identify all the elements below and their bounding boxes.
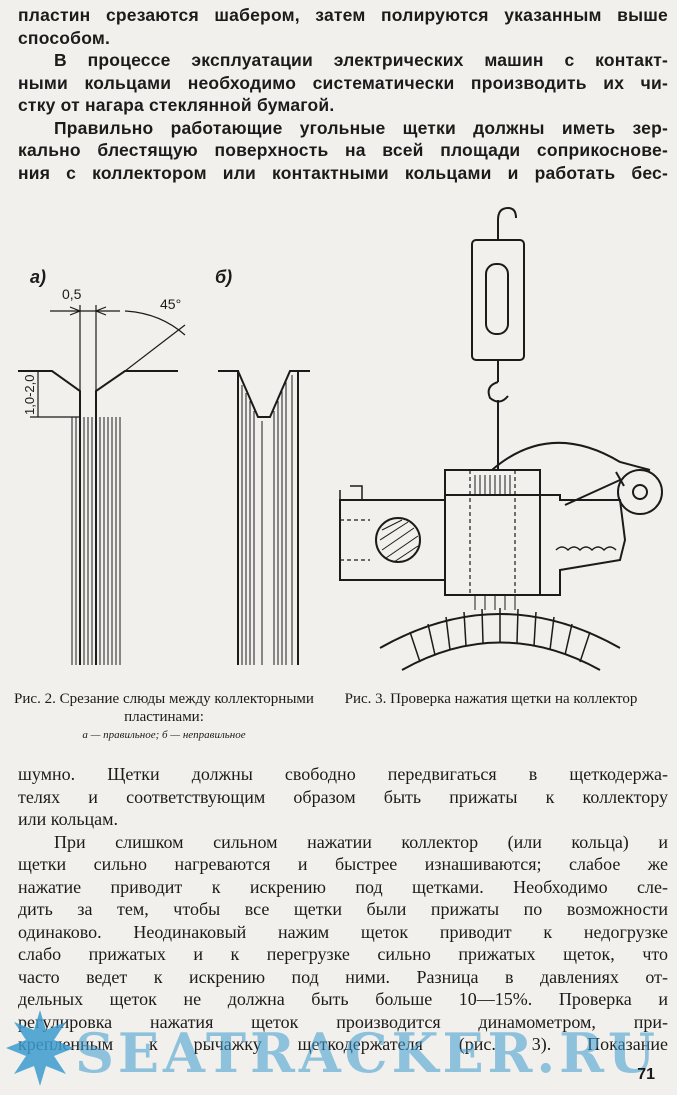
text-line: пластин срезаются шабером, затем полирую…: [18, 5, 668, 25]
figure-2-caption: Рис. 2. Срезание слюды между коллекторны…: [14, 690, 314, 744]
text-line: кально блестящую поверхность на всей пло…: [18, 140, 668, 160]
text-line: способом.: [18, 27, 111, 48]
text-line: дельных щеток не должна быть больше 10—1…: [18, 989, 668, 1009]
text-line: При слишком сильном нажатии коллектор (и…: [54, 831, 668, 852]
figure-3-caption-text: Рис. 3. Проверка нажатия щетки на коллек…: [344, 691, 638, 707]
text-line: одинаково. Неодинаковый нажим щеток прив…: [18, 921, 668, 942]
text-line: ными кольцами необходимо систематически …: [18, 72, 668, 93]
text-line: нажатие приводит к искрению под щетками.…: [18, 876, 668, 897]
text-line: телях и соответствующим образом быть при…: [18, 786, 668, 807]
figure-2-mica-cutting: а) 0,5 1,0-2,0 45° б): [18, 267, 310, 665]
text-line: стку от нагара стеклянной бумагой.: [18, 95, 335, 115]
figure-2-label-b: б): [215, 267, 232, 287]
text-line: часто ведет к искрению под ними. Разница…: [18, 966, 668, 987]
top-text: пластин срезаются шабером, затем полирую…: [18, 4, 668, 184]
figure-2-caption-legend: а — правильное; б — неправильное: [82, 729, 246, 741]
figure-2-label-a: а): [30, 267, 46, 287]
text-line: В процессе эксплуатации электрических ма…: [54, 50, 668, 70]
text-line: регулировка нажатия щеток производится д…: [18, 1011, 668, 1032]
figure-2-dim-depth: 1,0-2,0: [22, 375, 37, 415]
text-line: крепленным к рычажку щеткодержателя (рис…: [18, 1034, 668, 1054]
page-number: 71: [637, 1066, 655, 1083]
figure-2-dim-angle: 45°: [160, 296, 181, 312]
bottom-text: шумно. Щетки должны свободно передвигать…: [18, 763, 668, 1056]
text-line: или кольцам.: [18, 809, 119, 829]
text-line: дить за тем, чтобы все щетки были прижат…: [18, 899, 668, 919]
text-line: ния с коллектором или контактными кольца…: [18, 162, 668, 183]
figure-2-dim-width: 0,5: [62, 286, 82, 302]
figure-3-caption: Рис. 3. Проверка нажатия щетки на коллек…: [326, 690, 656, 708]
text-line: шумно. Щетки должны свободно передвигать…: [18, 764, 668, 784]
figure-3-dynamometer: [339, 206, 663, 671]
text-line: Правильно работающие угольные щетки долж…: [54, 117, 668, 138]
figure-2-caption-title: Рис. 2. Срезание слюды между коллекторны…: [14, 691, 314, 725]
text-line: слабо прижатых и к перегрузке сильно при…: [18, 944, 668, 964]
text-line: щетки сильно нагреваются и быстрее изнаш…: [18, 854, 668, 874]
